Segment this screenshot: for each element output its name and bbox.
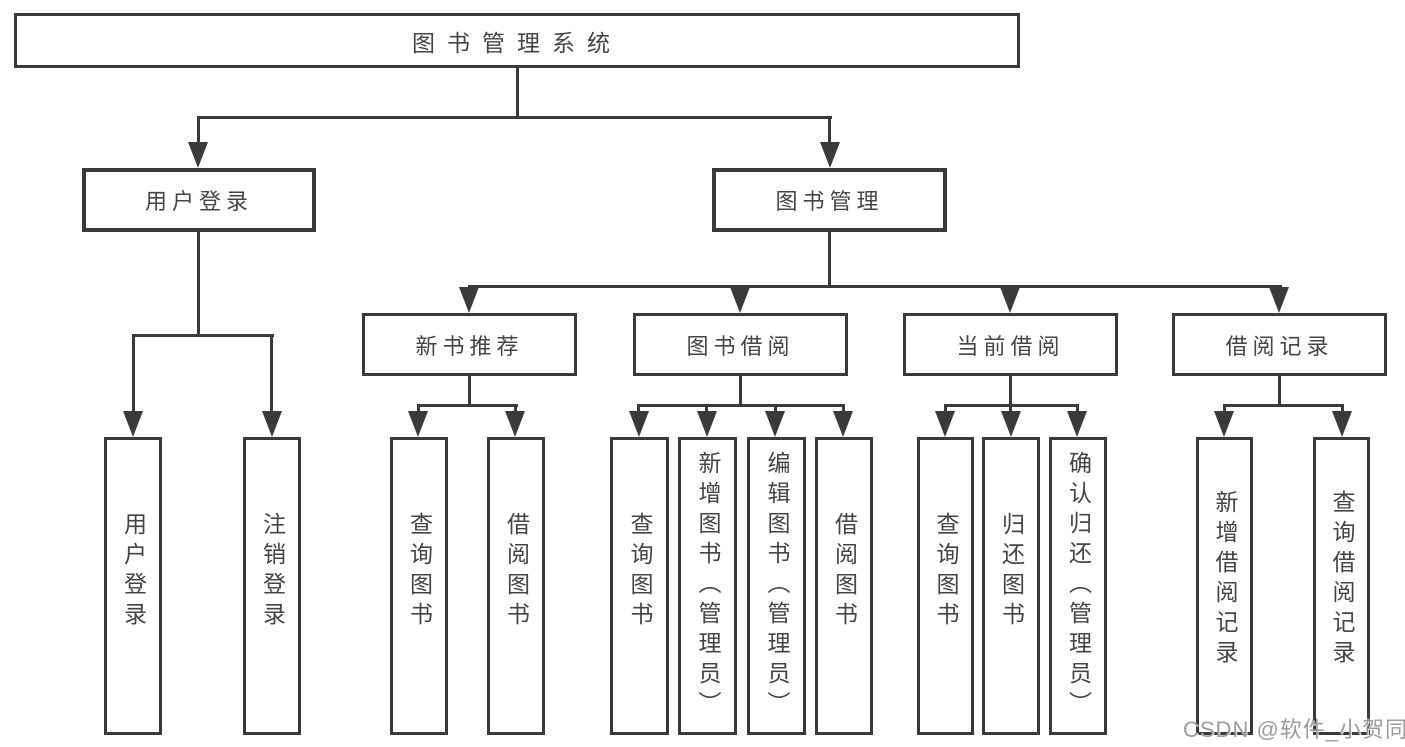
arrowhead-book-borrowing xyxy=(730,287,750,313)
arrowhead-leaf-add-record xyxy=(1214,411,1234,437)
leaf-label: 查询图书 xyxy=(406,512,433,632)
edge-new-book-rail xyxy=(417,404,518,407)
edge-to-leaf-borrow-books-2 xyxy=(842,404,845,414)
arrowhead-leaf-return-book xyxy=(1001,411,1021,437)
node-label: 借阅记录 xyxy=(1225,333,1334,359)
edge-borrowing-records-trunk xyxy=(1278,376,1281,406)
leaf-label: 借阅图书 xyxy=(831,512,858,632)
leaf-logout: 注销登录 xyxy=(243,437,301,735)
edge-to-leaf-logout xyxy=(270,334,273,414)
leaf-label: 归还图书 xyxy=(998,512,1025,632)
leaf-query-books-1: 查询图书 xyxy=(390,437,448,735)
leaf-edit-book-admin: 编辑图书（管理员） xyxy=(747,437,806,735)
leaf-add-book-admin: 新增图书（管理员） xyxy=(678,437,737,735)
node-borrowing-records: 借阅记录 xyxy=(1172,313,1387,376)
edge-book-management-trunk xyxy=(828,232,831,287)
leaf-borrow-books-2: 借阅图书 xyxy=(815,437,873,735)
node-label: 图书借阅 xyxy=(686,333,795,359)
arrowhead-borrowing-records xyxy=(1269,287,1289,313)
arrowhead-current-borrowing xyxy=(1000,287,1020,313)
node-label: 当前借阅 xyxy=(956,333,1065,359)
leaf-borrow-books-1: 借阅图书 xyxy=(487,437,545,735)
edge-to-leaf-add-record xyxy=(1223,404,1226,414)
edge-user-login-rail xyxy=(132,334,274,337)
leaf-label: 确认归还（管理员） xyxy=(1065,451,1092,721)
arrowhead-user-login xyxy=(188,142,208,168)
edge-to-leaf-add-book xyxy=(705,404,708,414)
node-book-borrowing: 图书借阅 xyxy=(633,313,848,376)
edge-level2-rail xyxy=(197,116,832,119)
edge-borrowing-records-rail xyxy=(1223,404,1344,407)
edge-to-leaf-query-books-2 xyxy=(637,404,640,414)
leaf-label: 新增图书（管理员） xyxy=(695,451,721,721)
edge-to-leaf-borrow-books-1 xyxy=(514,404,517,414)
leaf-label: 查询图书 xyxy=(933,512,959,632)
arrowhead-leaf-query-books-3 xyxy=(935,411,955,437)
edge-to-leaf-return-book xyxy=(1009,404,1012,414)
arrowhead-leaf-query-books-1 xyxy=(408,411,428,437)
node-current-borrowing: 当前借阅 xyxy=(903,313,1118,376)
arrowhead-leaf-borrow-books-2 xyxy=(833,411,853,437)
edge-to-leaf-query-record xyxy=(1341,404,1344,414)
csdn-watermark: CSDN @软件_小贺同学 xyxy=(1183,717,1405,742)
edge-to-leaf-edit-book xyxy=(774,404,777,414)
arrowhead-leaf-query-books-2 xyxy=(629,411,649,437)
edge-root-trunk xyxy=(516,68,519,118)
edge-book-borrowing-rail xyxy=(637,404,845,407)
node-label: 图书管理系统 xyxy=(412,29,622,56)
edge-book-borrowing-trunk xyxy=(739,376,742,406)
leaf-label: 编辑图书（管理员） xyxy=(764,451,790,721)
edge-to-user-login xyxy=(197,116,200,144)
node-library-management-system: 图书管理系统 xyxy=(14,13,1020,68)
leaf-label: 用户登录 xyxy=(120,512,147,632)
edge-current-borrowing-trunk xyxy=(1009,376,1012,406)
arrowhead-new-book-recommend xyxy=(459,287,479,313)
leaf-query-books-2: 查询图书 xyxy=(610,437,669,735)
node-new-book-recommend: 新书推荐 xyxy=(362,313,577,376)
leaf-label: 注销登录 xyxy=(259,512,286,632)
arrowhead-leaf-add-book xyxy=(697,411,717,437)
node-user-login: 用户登录 xyxy=(82,168,316,232)
leaf-query-borrow-record: 查询借阅记录 xyxy=(1313,437,1370,735)
arrowhead-leaf-user-login xyxy=(123,411,143,437)
edge-user-login-trunk xyxy=(197,232,200,336)
edge-to-book-management xyxy=(828,116,831,144)
arrowhead-book-management xyxy=(820,142,840,168)
leaf-label: 查询图书 xyxy=(627,512,653,632)
arrowhead-leaf-query-record xyxy=(1332,411,1352,437)
node-label: 用户登录 xyxy=(144,189,253,214)
arrowhead-leaf-logout xyxy=(262,411,282,437)
edge-level3-rail xyxy=(468,285,1282,288)
node-label: 新书推荐 xyxy=(415,333,524,359)
leaf-return-book: 归还图书 xyxy=(982,437,1040,735)
arrowhead-leaf-borrow-books-1 xyxy=(505,411,525,437)
edge-to-leaf-user-login xyxy=(132,334,135,414)
edge-new-book-trunk xyxy=(468,376,471,406)
edge-to-leaf-confirm-return xyxy=(1076,404,1079,414)
arrowhead-leaf-edit-book xyxy=(765,411,785,437)
arrowhead-leaf-confirm-return xyxy=(1067,411,1087,437)
leaf-confirm-return-admin: 确认归还（管理员） xyxy=(1049,437,1107,735)
leaf-query-books-3: 查询图书 xyxy=(917,437,974,735)
edge-to-leaf-query-books-1 xyxy=(417,404,420,414)
leaf-label: 借阅图书 xyxy=(503,512,530,632)
leaf-add-borrow-record: 新增借阅记录 xyxy=(1196,437,1253,735)
leaf-user-login: 用户登录 xyxy=(104,437,162,735)
leaf-label: 查询借阅记录 xyxy=(1329,490,1355,670)
node-label: 图书管理 xyxy=(775,189,884,214)
leaf-label: 新增借阅记录 xyxy=(1212,490,1238,670)
node-book-management: 图书管理 xyxy=(712,168,947,232)
edge-to-leaf-query-books-3 xyxy=(944,404,947,414)
